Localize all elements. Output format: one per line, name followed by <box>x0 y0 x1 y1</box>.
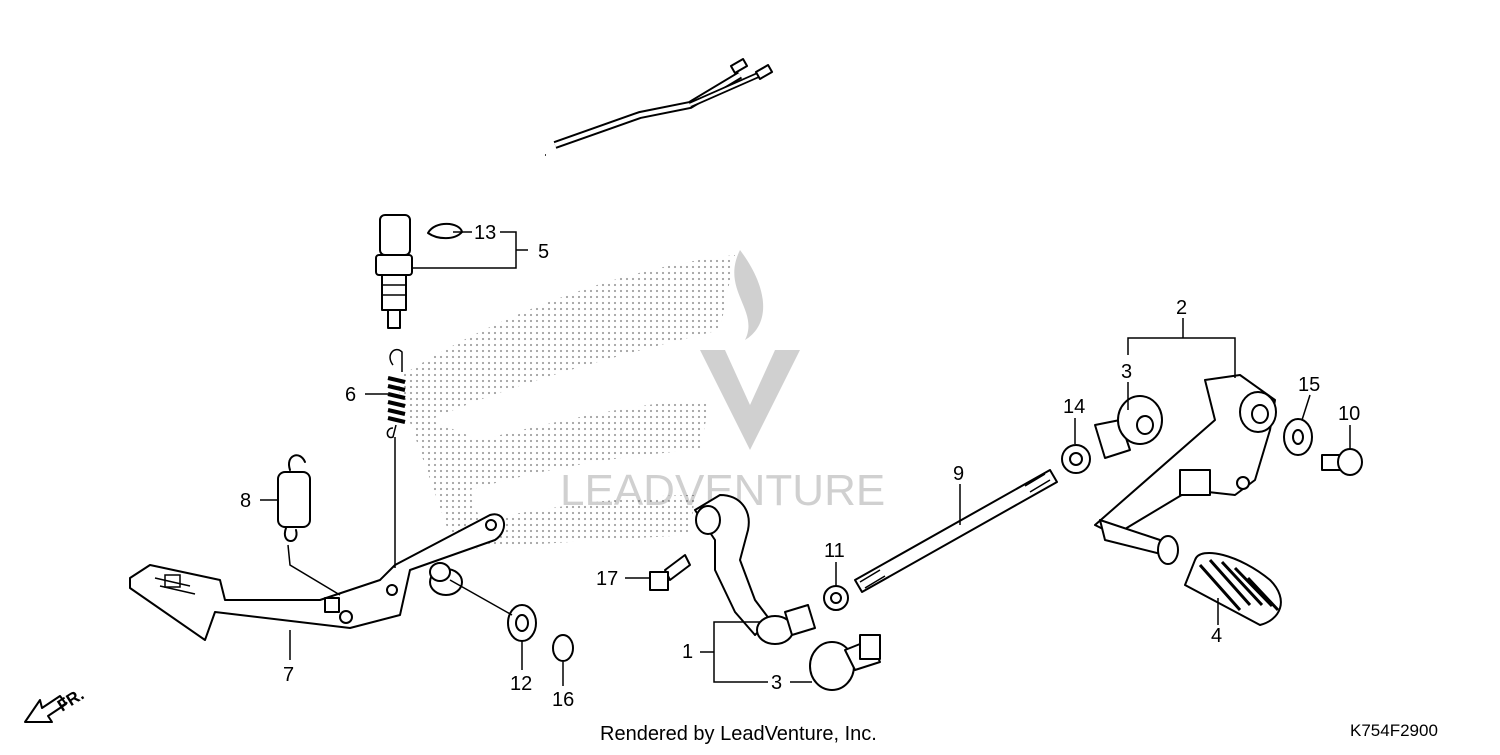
callout-3-upper: 3 <box>1121 361 1132 383</box>
part-clip-16 <box>552 634 574 662</box>
callout-16: 16 <box>552 689 574 711</box>
leader-lines <box>260 231 1351 686</box>
callout-13: 13 <box>474 222 496 244</box>
callout-7: 7 <box>283 664 294 686</box>
part-rubber-peg <box>1184 551 1282 626</box>
callout-14: 14 <box>1063 396 1085 418</box>
part-large-spring <box>277 454 311 542</box>
part-rod-end-upper <box>1094 395 1163 459</box>
direction-label: FR. <box>54 685 87 716</box>
part-bolt-10 <box>1321 448 1363 476</box>
part-washer-15 <box>1283 418 1313 456</box>
part-shift-arm <box>694 494 816 645</box>
part-washer-12 <box>507 604 537 642</box>
diagram-code: K754F2900 <box>1350 721 1438 740</box>
callout-8: 8 <box>240 490 251 512</box>
part-bolt-17 <box>649 554 691 591</box>
front-direction-arrow: FR. <box>24 685 87 723</box>
part-sensor-switch <box>375 58 774 329</box>
callout-5: 5 <box>538 241 549 263</box>
part-nut-14 <box>1061 444 1091 474</box>
callout-15: 15 <box>1298 374 1320 396</box>
callout-3-lower: 3 <box>771 672 782 694</box>
part-small-spring <box>386 348 406 439</box>
callout-17: 17 <box>596 568 618 590</box>
callout-12: 12 <box>510 673 532 695</box>
part-tie-rod <box>854 469 1058 593</box>
part-rod-end-lower <box>809 634 881 691</box>
footer-credit: Rendered by LeadVenture, Inc. <box>600 723 877 745</box>
part-shift-lever <box>1094 374 1277 565</box>
part-brake-pedal <box>129 513 505 641</box>
callout-11: 11 <box>824 540 845 562</box>
callout-10: 10 <box>1338 403 1360 425</box>
callout-2: 2 <box>1176 297 1187 319</box>
part-nut-11 <box>823 585 849 611</box>
callout-1: 1 <box>682 641 693 663</box>
brand-wing-watermark <box>395 255 735 550</box>
callout-labels: 1 2 3 3 4 5 6 7 8 9 10 11 12 13 14 15 16… <box>240 222 1360 711</box>
callout-6: 6 <box>345 384 356 406</box>
callout-9: 9 <box>953 463 964 485</box>
callout-4: 4 <box>1211 625 1222 647</box>
